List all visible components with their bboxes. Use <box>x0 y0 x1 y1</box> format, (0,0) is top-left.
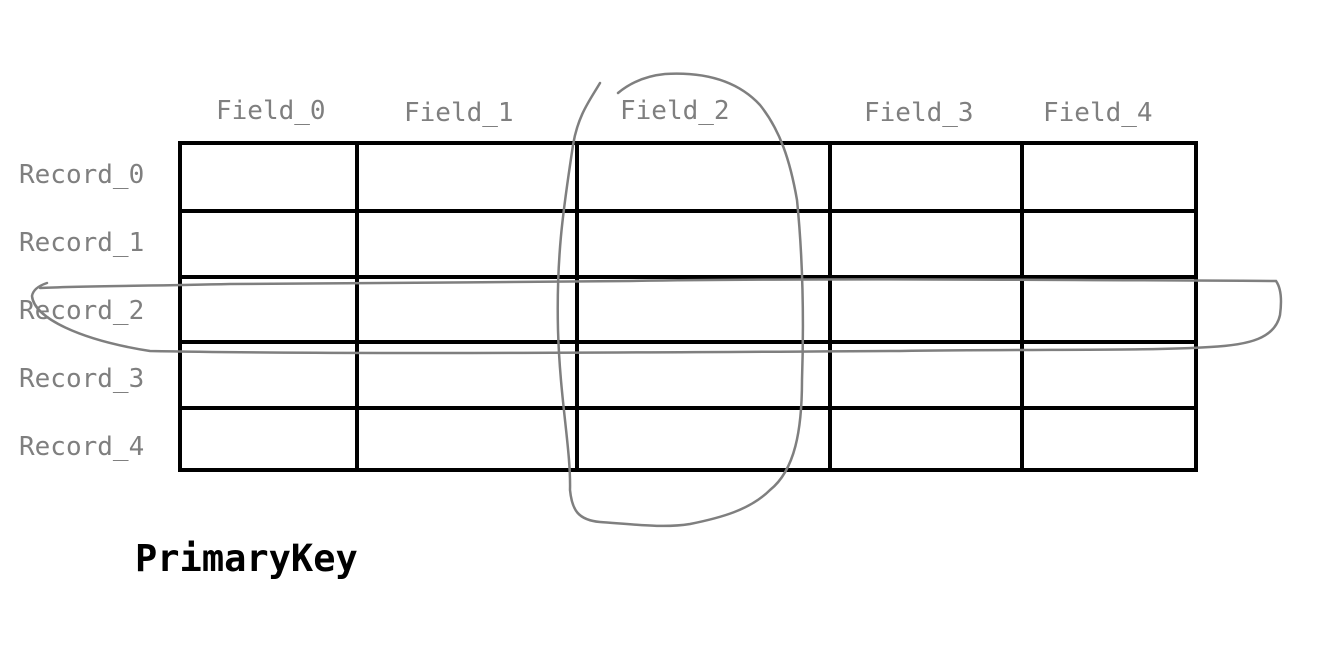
record-label-1: Record_1 <box>19 228 145 258</box>
primary-key-caption: PrimaryKey <box>135 537 358 580</box>
row-highlight-loop <box>30 278 1283 355</box>
field-header-2: Field_2 <box>620 96 730 126</box>
record-label-0: Record_0 <box>19 160 145 190</box>
record-label-3: Record_3 <box>19 364 145 394</box>
field-header-0: Field_0 <box>216 96 326 126</box>
field-header-4: Field_4 <box>1043 98 1153 128</box>
field-header-3: Field_3 <box>864 98 974 128</box>
column-highlight-loop <box>556 72 805 528</box>
field-header-1: Field_1 <box>404 98 514 128</box>
record-label-4: Record_4 <box>19 432 145 462</box>
grid-border <box>178 141 1198 472</box>
